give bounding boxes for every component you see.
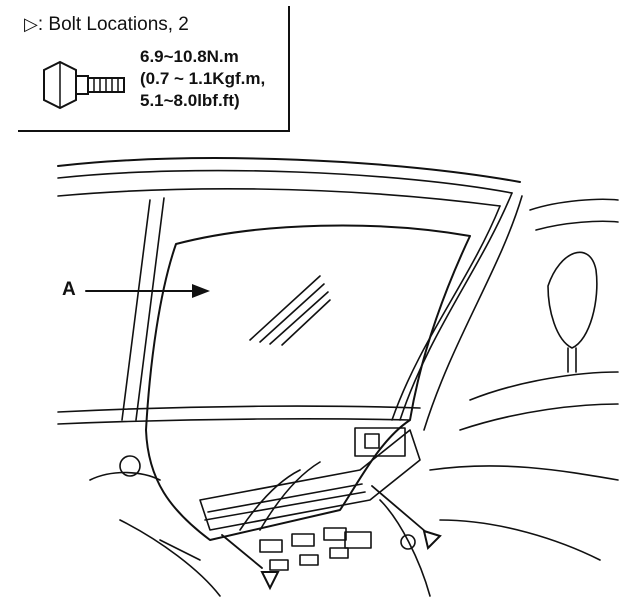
legend-box: ▷: Bolt Locations, 2 6.9~10.8N.m (0.7 ~ … [18, 6, 290, 132]
torque-spec: 6.9~10.8N.m (0.7 ~ 1.1Kgf.m, 5.1~8.0lbf.… [140, 46, 265, 112]
callout-a-label: A [62, 279, 76, 300]
torque-line-lbfft: 5.1~8.0lbf.ft) [140, 91, 240, 110]
bolt-location-symbol: ▷ [24, 14, 38, 34]
legend-heading: ▷: Bolt Locations, 2 [24, 14, 189, 36]
torque-line-kgfm: (0.7 ~ 1.1Kgf.m, [140, 69, 266, 88]
bolt-icon [43, 60, 125, 110]
legend-heading-text: : Bolt Locations, 2 [37, 14, 189, 35]
triangle-marker-icon [260, 529, 442, 591]
torque-line-nm: 6.9~10.8N.m [140, 47, 239, 66]
